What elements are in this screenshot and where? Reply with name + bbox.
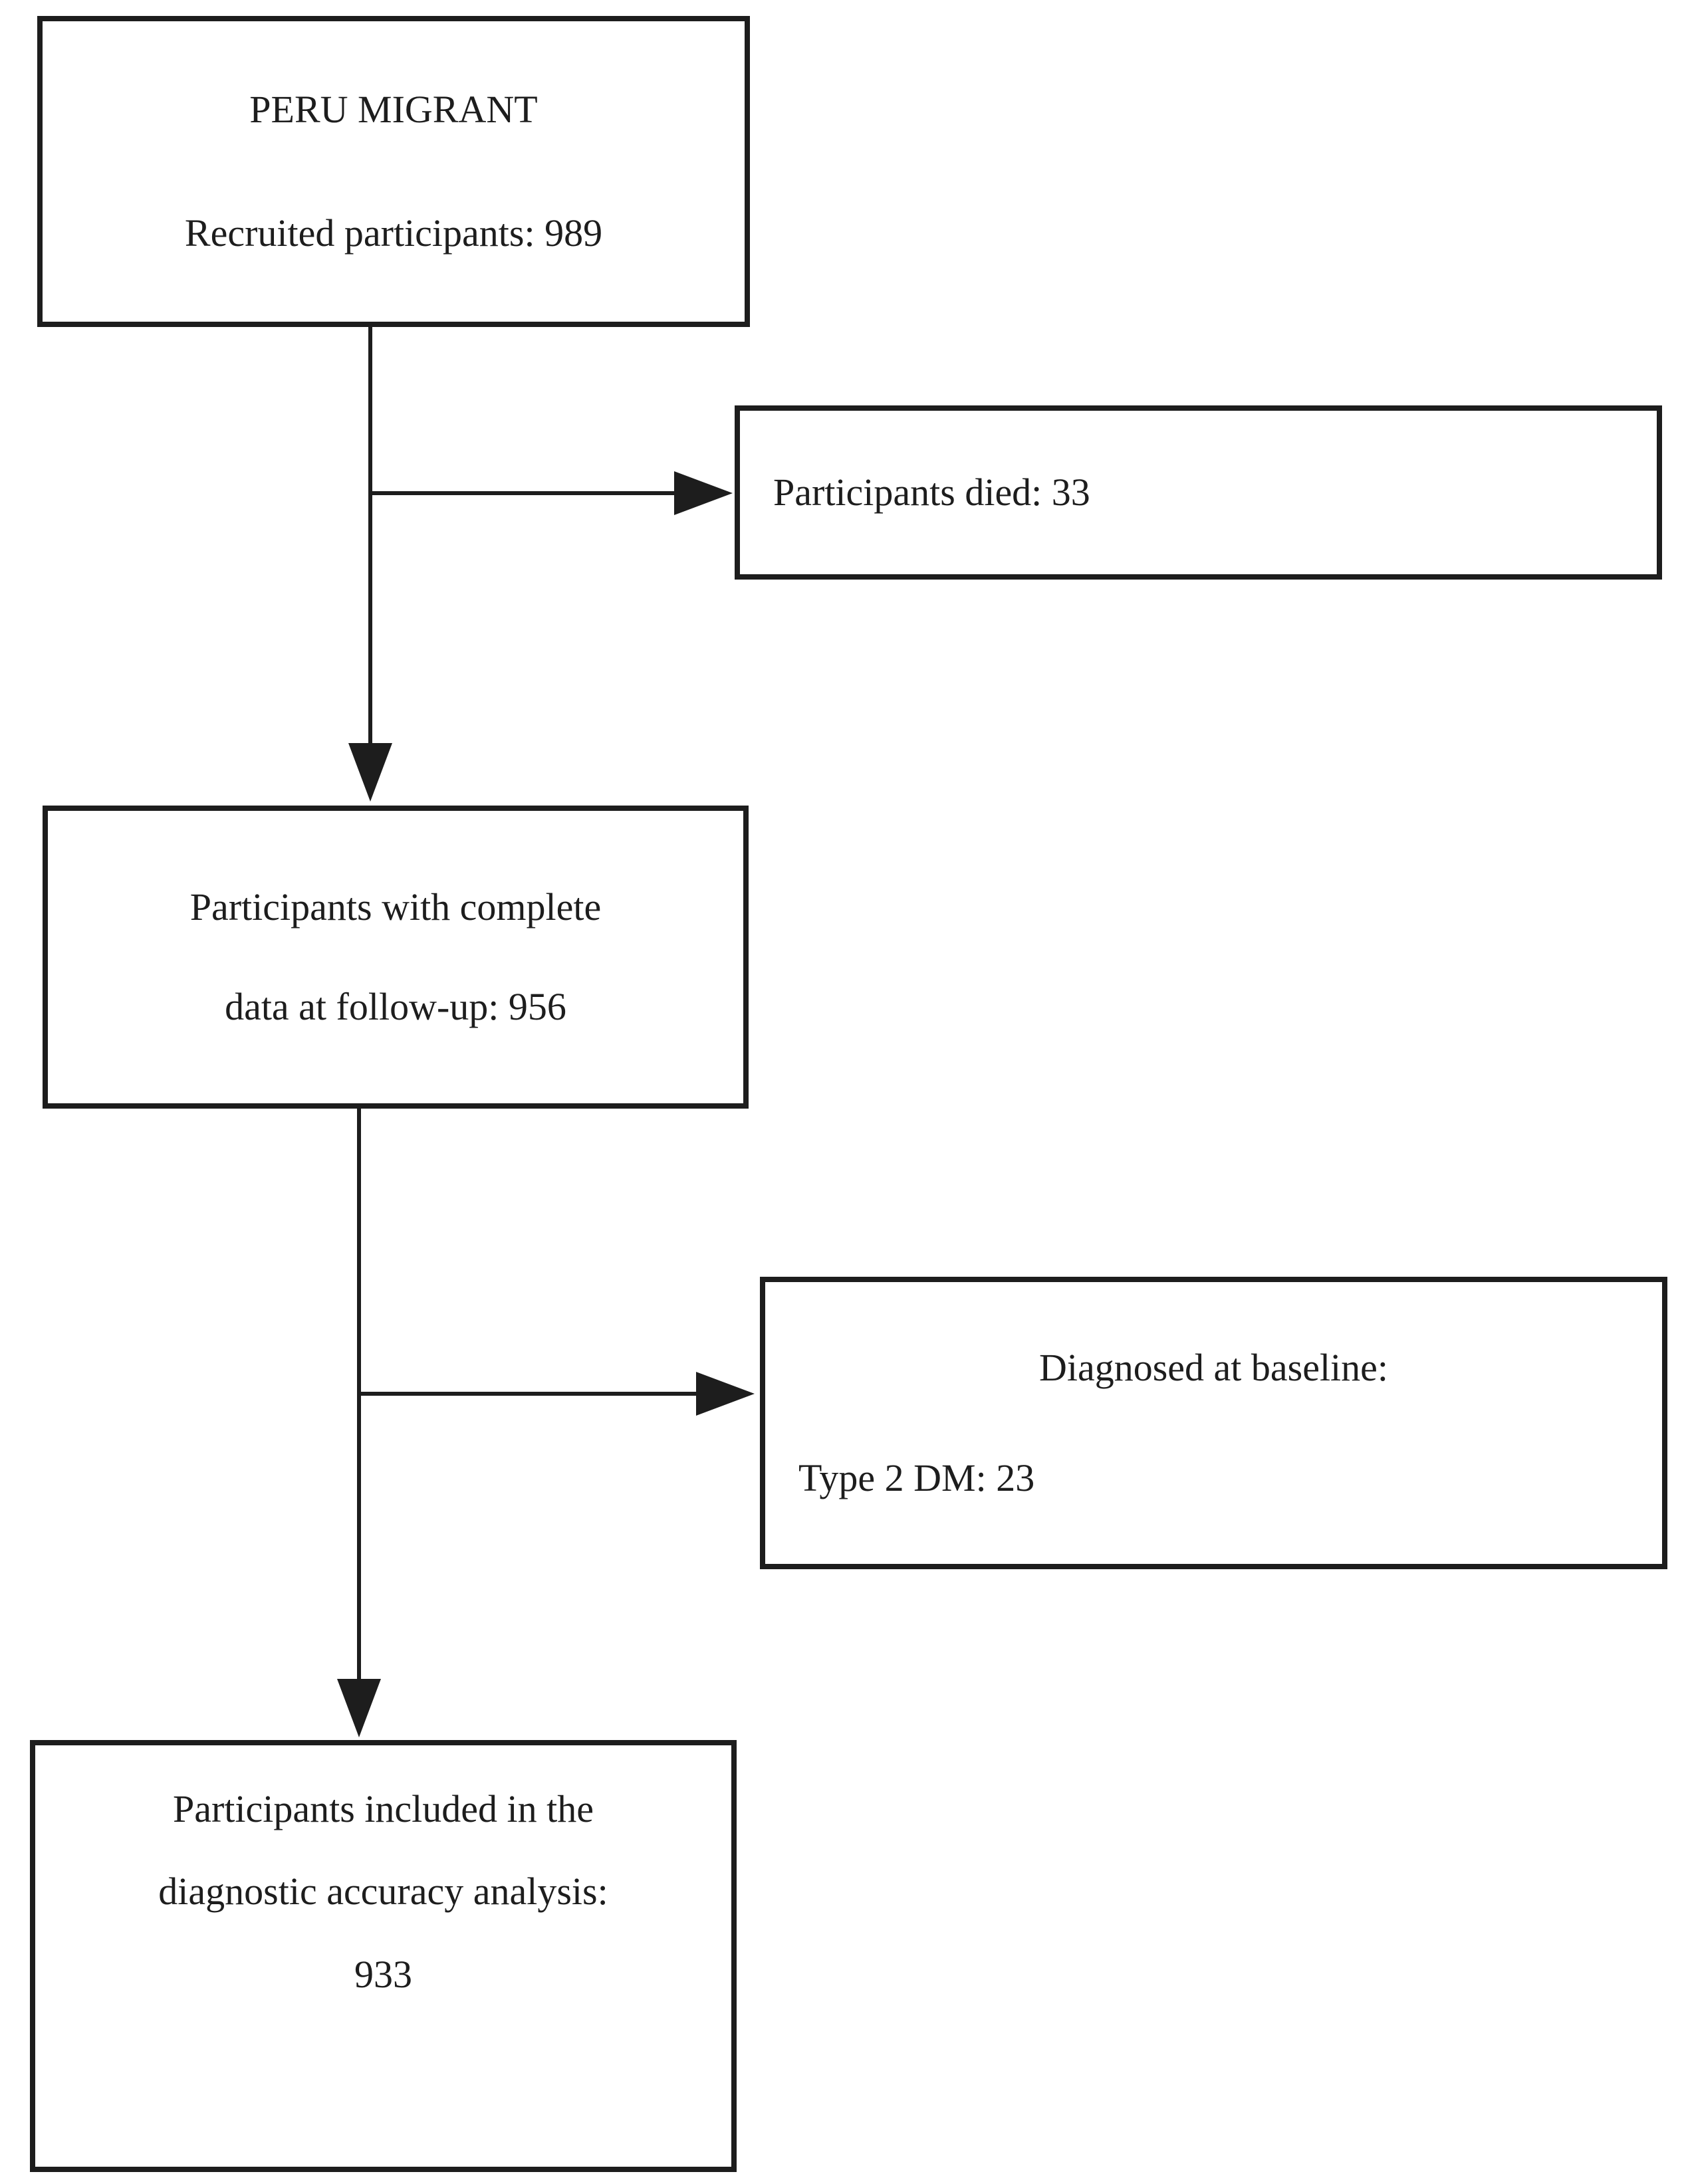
box-included-in-analysis: Participants included in the diagnostic …: [30, 1740, 737, 2172]
box-recruited-participants: PERU MIGRANT Recruited participants: 989: [37, 16, 750, 327]
diagnosed-title-text: Diagnosed at baseline:: [1038, 1345, 1389, 1389]
connector-recruited-to-complete-line: [368, 326, 372, 743]
connector-branch-to-died-line: [368, 491, 674, 495]
diagnosed-type2dm-text: Type 2 DM: 23: [798, 1456, 1035, 1499]
arrowhead-right-icon: [674, 471, 733, 515]
final-line2-text: diagnostic accuracy analysis:: [158, 1870, 608, 1913]
recruited-count-text: Recruited participants: 989: [184, 211, 603, 255]
arrowhead-right-icon: [696, 1372, 755, 1416]
connector-branch-to-diagnosed-line: [357, 1392, 696, 1396]
final-line1-text: Participants included in the: [172, 1787, 594, 1830]
recruited-title-text: PERU MIGRANT: [249, 87, 538, 131]
final-count-text: 933: [354, 1952, 412, 1996]
box-participants-died: Participants died: 33: [735, 405, 1662, 580]
box-diagnosed-at-baseline: Diagnosed at baseline: Type 2 DM: 23: [760, 1277, 1667, 1569]
complete-line2-text: data at follow-up: 956: [225, 985, 566, 1028]
box-complete-data: Participants with complete data at follo…: [43, 806, 749, 1109]
complete-line1-text: Participants with complete: [189, 885, 602, 928]
arrowhead-down-icon: [348, 743, 392, 802]
arrowhead-down-icon: [337, 1679, 381, 1737]
died-count-text: Participants died: 33: [773, 470, 1090, 514]
